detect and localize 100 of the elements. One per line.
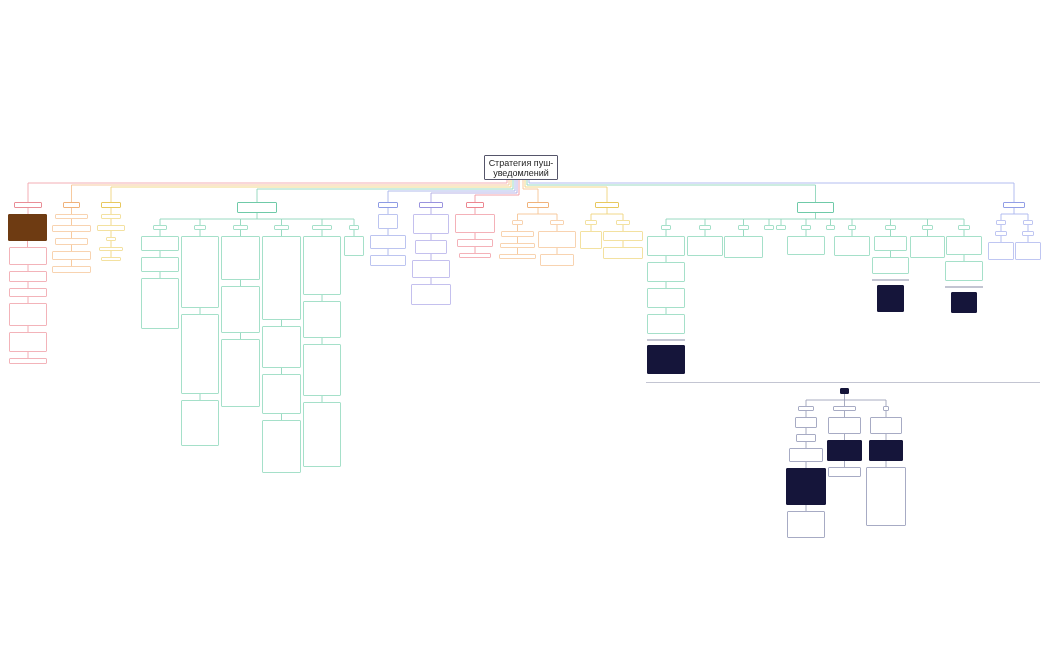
topic-box xyxy=(647,262,685,282)
connector-line xyxy=(805,218,816,220)
central-topic-box xyxy=(840,388,849,394)
branch-header-box xyxy=(14,202,42,208)
topic-box xyxy=(872,257,909,274)
connector-line xyxy=(517,247,518,255)
connector-line xyxy=(556,224,558,232)
connector-line xyxy=(517,236,518,244)
connector-line xyxy=(537,207,539,215)
connector-line xyxy=(321,218,355,220)
connector-line xyxy=(844,393,845,401)
topic-box xyxy=(411,284,451,305)
connector-line xyxy=(71,207,72,215)
connector-line xyxy=(815,218,831,220)
connector-line xyxy=(353,229,355,237)
topic-box xyxy=(455,214,495,233)
highlighted-note-card xyxy=(827,440,862,461)
connector-line xyxy=(890,218,891,226)
topic-box xyxy=(500,243,535,248)
subtopic-tab xyxy=(349,225,359,230)
connector-line xyxy=(110,240,112,248)
subtopic-tab xyxy=(616,220,630,225)
connector-line xyxy=(537,213,558,215)
connector-line xyxy=(517,224,518,232)
connector-line xyxy=(851,229,853,237)
subtopic-tab xyxy=(550,220,564,225)
connector-line xyxy=(199,218,201,226)
topic-box xyxy=(101,214,121,219)
topic-box xyxy=(221,339,260,407)
connector-line xyxy=(890,229,891,237)
subtopic-tab xyxy=(776,225,786,230)
topic-box xyxy=(789,448,823,462)
subtopic-tab xyxy=(801,225,811,230)
connector-line xyxy=(1027,213,1029,221)
connector-line xyxy=(387,179,516,203)
topic-box xyxy=(101,257,121,261)
branch-header-box xyxy=(527,202,549,208)
connector-line xyxy=(665,218,667,226)
topic-box xyxy=(9,332,47,352)
topic-box xyxy=(457,239,493,247)
topic-box xyxy=(415,240,447,254)
connector-line xyxy=(665,281,667,289)
topic-box xyxy=(647,314,685,334)
topic-box xyxy=(946,236,982,255)
connector-line xyxy=(768,218,770,226)
connector-line xyxy=(430,179,518,203)
topic-box xyxy=(9,358,47,364)
topic-box xyxy=(413,214,449,234)
topic-box xyxy=(538,231,576,248)
connector-line xyxy=(622,240,624,248)
connector-line xyxy=(199,307,201,315)
connector-line xyxy=(430,253,432,261)
connector-line xyxy=(590,213,608,215)
branch-header-box xyxy=(1003,202,1025,208)
topic-box xyxy=(9,288,47,297)
topic-box xyxy=(55,238,88,245)
topic-box xyxy=(647,236,685,256)
topic-box xyxy=(370,255,406,266)
topic-box xyxy=(303,344,341,396)
topic-box xyxy=(370,235,406,249)
connector-line xyxy=(704,218,744,220)
connector-line xyxy=(240,218,241,226)
connector-line xyxy=(665,218,706,220)
connector-line xyxy=(27,240,28,248)
connector-line xyxy=(622,224,624,232)
connector-line xyxy=(71,259,72,267)
connector-line xyxy=(281,218,282,226)
topic-box xyxy=(9,303,47,326)
connector-line xyxy=(517,213,518,221)
connector-line xyxy=(556,247,558,255)
connector-line xyxy=(430,207,432,215)
connector-line xyxy=(387,248,389,256)
highlighted-note-card xyxy=(869,440,903,461)
connector-line xyxy=(474,232,476,240)
topic-box xyxy=(303,402,341,467)
connector-line xyxy=(474,207,476,215)
connector-line xyxy=(780,218,807,220)
topic-box xyxy=(412,260,450,278)
connector-line xyxy=(1000,224,1002,232)
topic-box xyxy=(995,231,1007,236)
branch-header-box xyxy=(797,202,834,213)
connector-line xyxy=(321,229,323,237)
connector-line xyxy=(281,413,282,421)
connector-line xyxy=(768,218,782,220)
connector-line xyxy=(743,229,744,237)
subtopic-tab xyxy=(826,225,835,230)
connector-line xyxy=(890,250,891,258)
central-topic: Стратегия пуш-уведомлений xyxy=(484,155,558,180)
topic-box xyxy=(874,236,907,251)
subtopic-tab xyxy=(661,225,671,230)
topic-box xyxy=(866,467,906,526)
connector-line xyxy=(927,218,928,226)
topic-box xyxy=(1022,231,1034,236)
highlighted-note-card xyxy=(877,285,904,312)
subtopic-tab xyxy=(738,225,749,230)
connector-line xyxy=(1027,235,1029,243)
connector-line xyxy=(885,399,887,407)
connector-line xyxy=(110,218,112,226)
subtopic-tab xyxy=(585,220,597,225)
branch-header-box xyxy=(595,202,619,208)
